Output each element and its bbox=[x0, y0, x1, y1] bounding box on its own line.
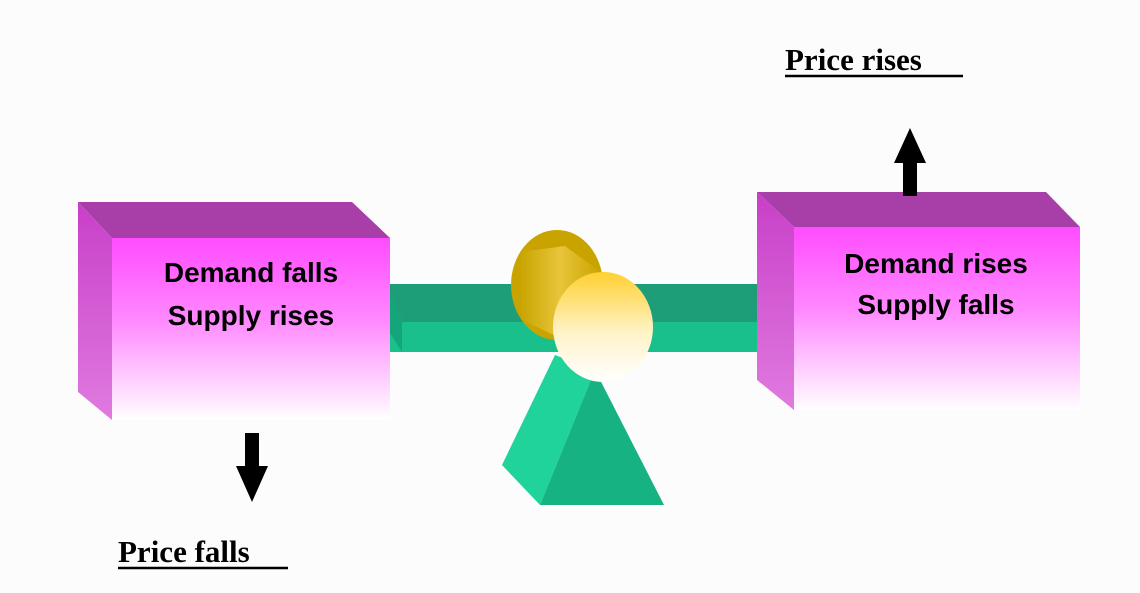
price-falls-label: Price falls bbox=[118, 534, 250, 569]
fulcrum-left-face bbox=[502, 355, 595, 505]
left-block-line1: Demand falls bbox=[164, 257, 338, 288]
right-block: Demand rises Supply falls bbox=[757, 192, 1080, 410]
arrow-up-icon bbox=[894, 128, 926, 196]
price-rises-label: Price rises bbox=[785, 42, 922, 77]
left-block-face bbox=[112, 238, 390, 420]
beam-left-end bbox=[388, 290, 402, 352]
right-block-line1: Demand rises bbox=[844, 248, 1028, 279]
right-block-line2: Supply falls bbox=[857, 289, 1014, 320]
pivot-front-face bbox=[553, 272, 653, 382]
pivot-cylinder bbox=[511, 230, 653, 382]
left-block-side bbox=[78, 202, 112, 420]
left-block-line2: Supply rises bbox=[168, 300, 335, 331]
right-block-side bbox=[757, 192, 794, 410]
fulcrum bbox=[502, 355, 664, 505]
right-block-face bbox=[794, 227, 1080, 410]
right-block-top bbox=[757, 192, 1080, 227]
left-block-top bbox=[78, 202, 390, 238]
arrow-down-icon bbox=[236, 433, 268, 502]
fulcrum-right-face bbox=[540, 370, 664, 505]
left-block: Demand falls Supply rises bbox=[78, 202, 390, 420]
